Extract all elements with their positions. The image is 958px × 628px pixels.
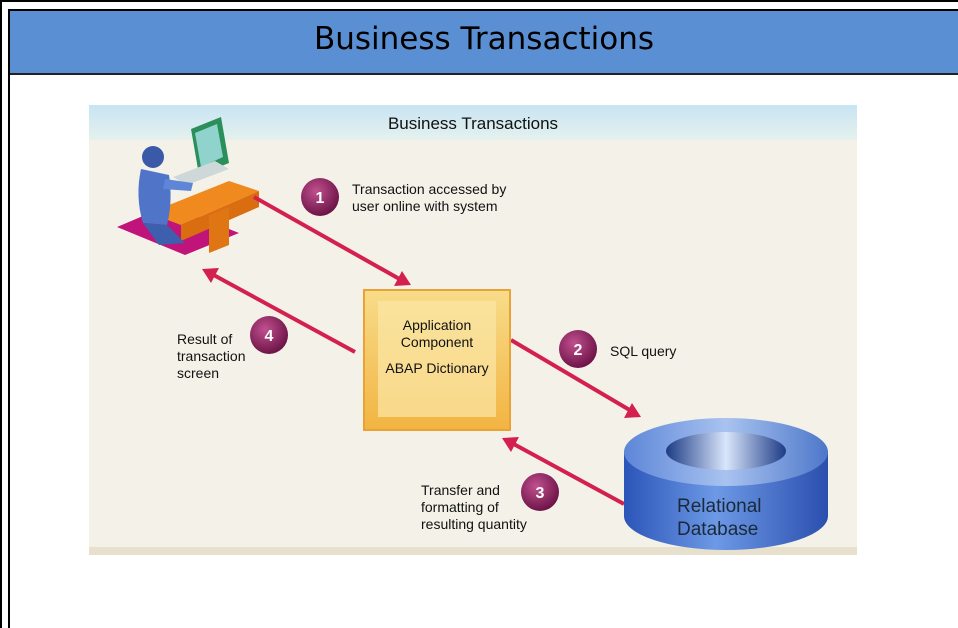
step-1-label: Transaction accessed by user online with… bbox=[352, 181, 506, 215]
database-cylinder-icon bbox=[624, 418, 828, 550]
database-label-line-1: Relational bbox=[677, 496, 762, 517]
step-2-label-line-1: SQL query bbox=[610, 343, 677, 359]
component-line-1: Application bbox=[402, 317, 472, 333]
component-line-2: Component bbox=[400, 334, 474, 350]
step-4-label: Result of transaction screen bbox=[177, 331, 245, 382]
step-number-2: 2 bbox=[574, 342, 583, 359]
step-1-label-line-1: Transaction accessed by bbox=[352, 181, 507, 197]
figure-title: Business Transactions bbox=[387, 114, 559, 133]
step-3-label-line-3: resulting quantity bbox=[421, 516, 527, 532]
step-3-label-line-2: formatting of bbox=[421, 499, 499, 515]
component-line-3: ABAP Dictionary bbox=[385, 360, 489, 376]
diagram-figure: Business Transactions bbox=[89, 105, 857, 555]
step-4-label-line-3: screen bbox=[177, 365, 220, 381]
step-badge-4: 4 bbox=[250, 316, 288, 354]
flow-arrows bbox=[202, 195, 641, 506]
step-badge-1: 1 bbox=[301, 178, 339, 216]
step-number-3: 3 bbox=[536, 485, 545, 502]
slide-header: Business Transactions bbox=[10, 9, 958, 75]
application-component-box bbox=[363, 289, 511, 431]
slide-title: Business Transactions bbox=[313, 21, 655, 57]
step-2-label: SQL query bbox=[610, 343, 676, 360]
application-component-label: Application Component ABAP Dictionary bbox=[374, 317, 500, 377]
step-badge-2: 2 bbox=[559, 330, 597, 368]
step-number-4: 4 bbox=[265, 328, 274, 345]
step-number-1: 1 bbox=[316, 190, 325, 207]
step-4-label-line-2: transaction bbox=[177, 348, 246, 364]
figure-bottom-strip bbox=[89, 547, 857, 555]
step-3-label: Transfer and formatting of resulting qua… bbox=[421, 482, 527, 533]
step-1-label-line-2: user online with system bbox=[352, 198, 498, 214]
database-label-line-2: Database bbox=[677, 519, 759, 540]
slide-left-border bbox=[8, 9, 10, 628]
user-at-computer-icon bbox=[117, 117, 259, 255]
database-label: Relational Database bbox=[677, 495, 762, 541]
step-badge-3: 3 bbox=[521, 473, 559, 511]
step-3-label-line-1: Transfer and bbox=[421, 482, 500, 498]
step-4-label-line-1: Result of bbox=[177, 331, 233, 347]
diagram-graphics: 1 2 3 4 bbox=[117, 117, 828, 550]
